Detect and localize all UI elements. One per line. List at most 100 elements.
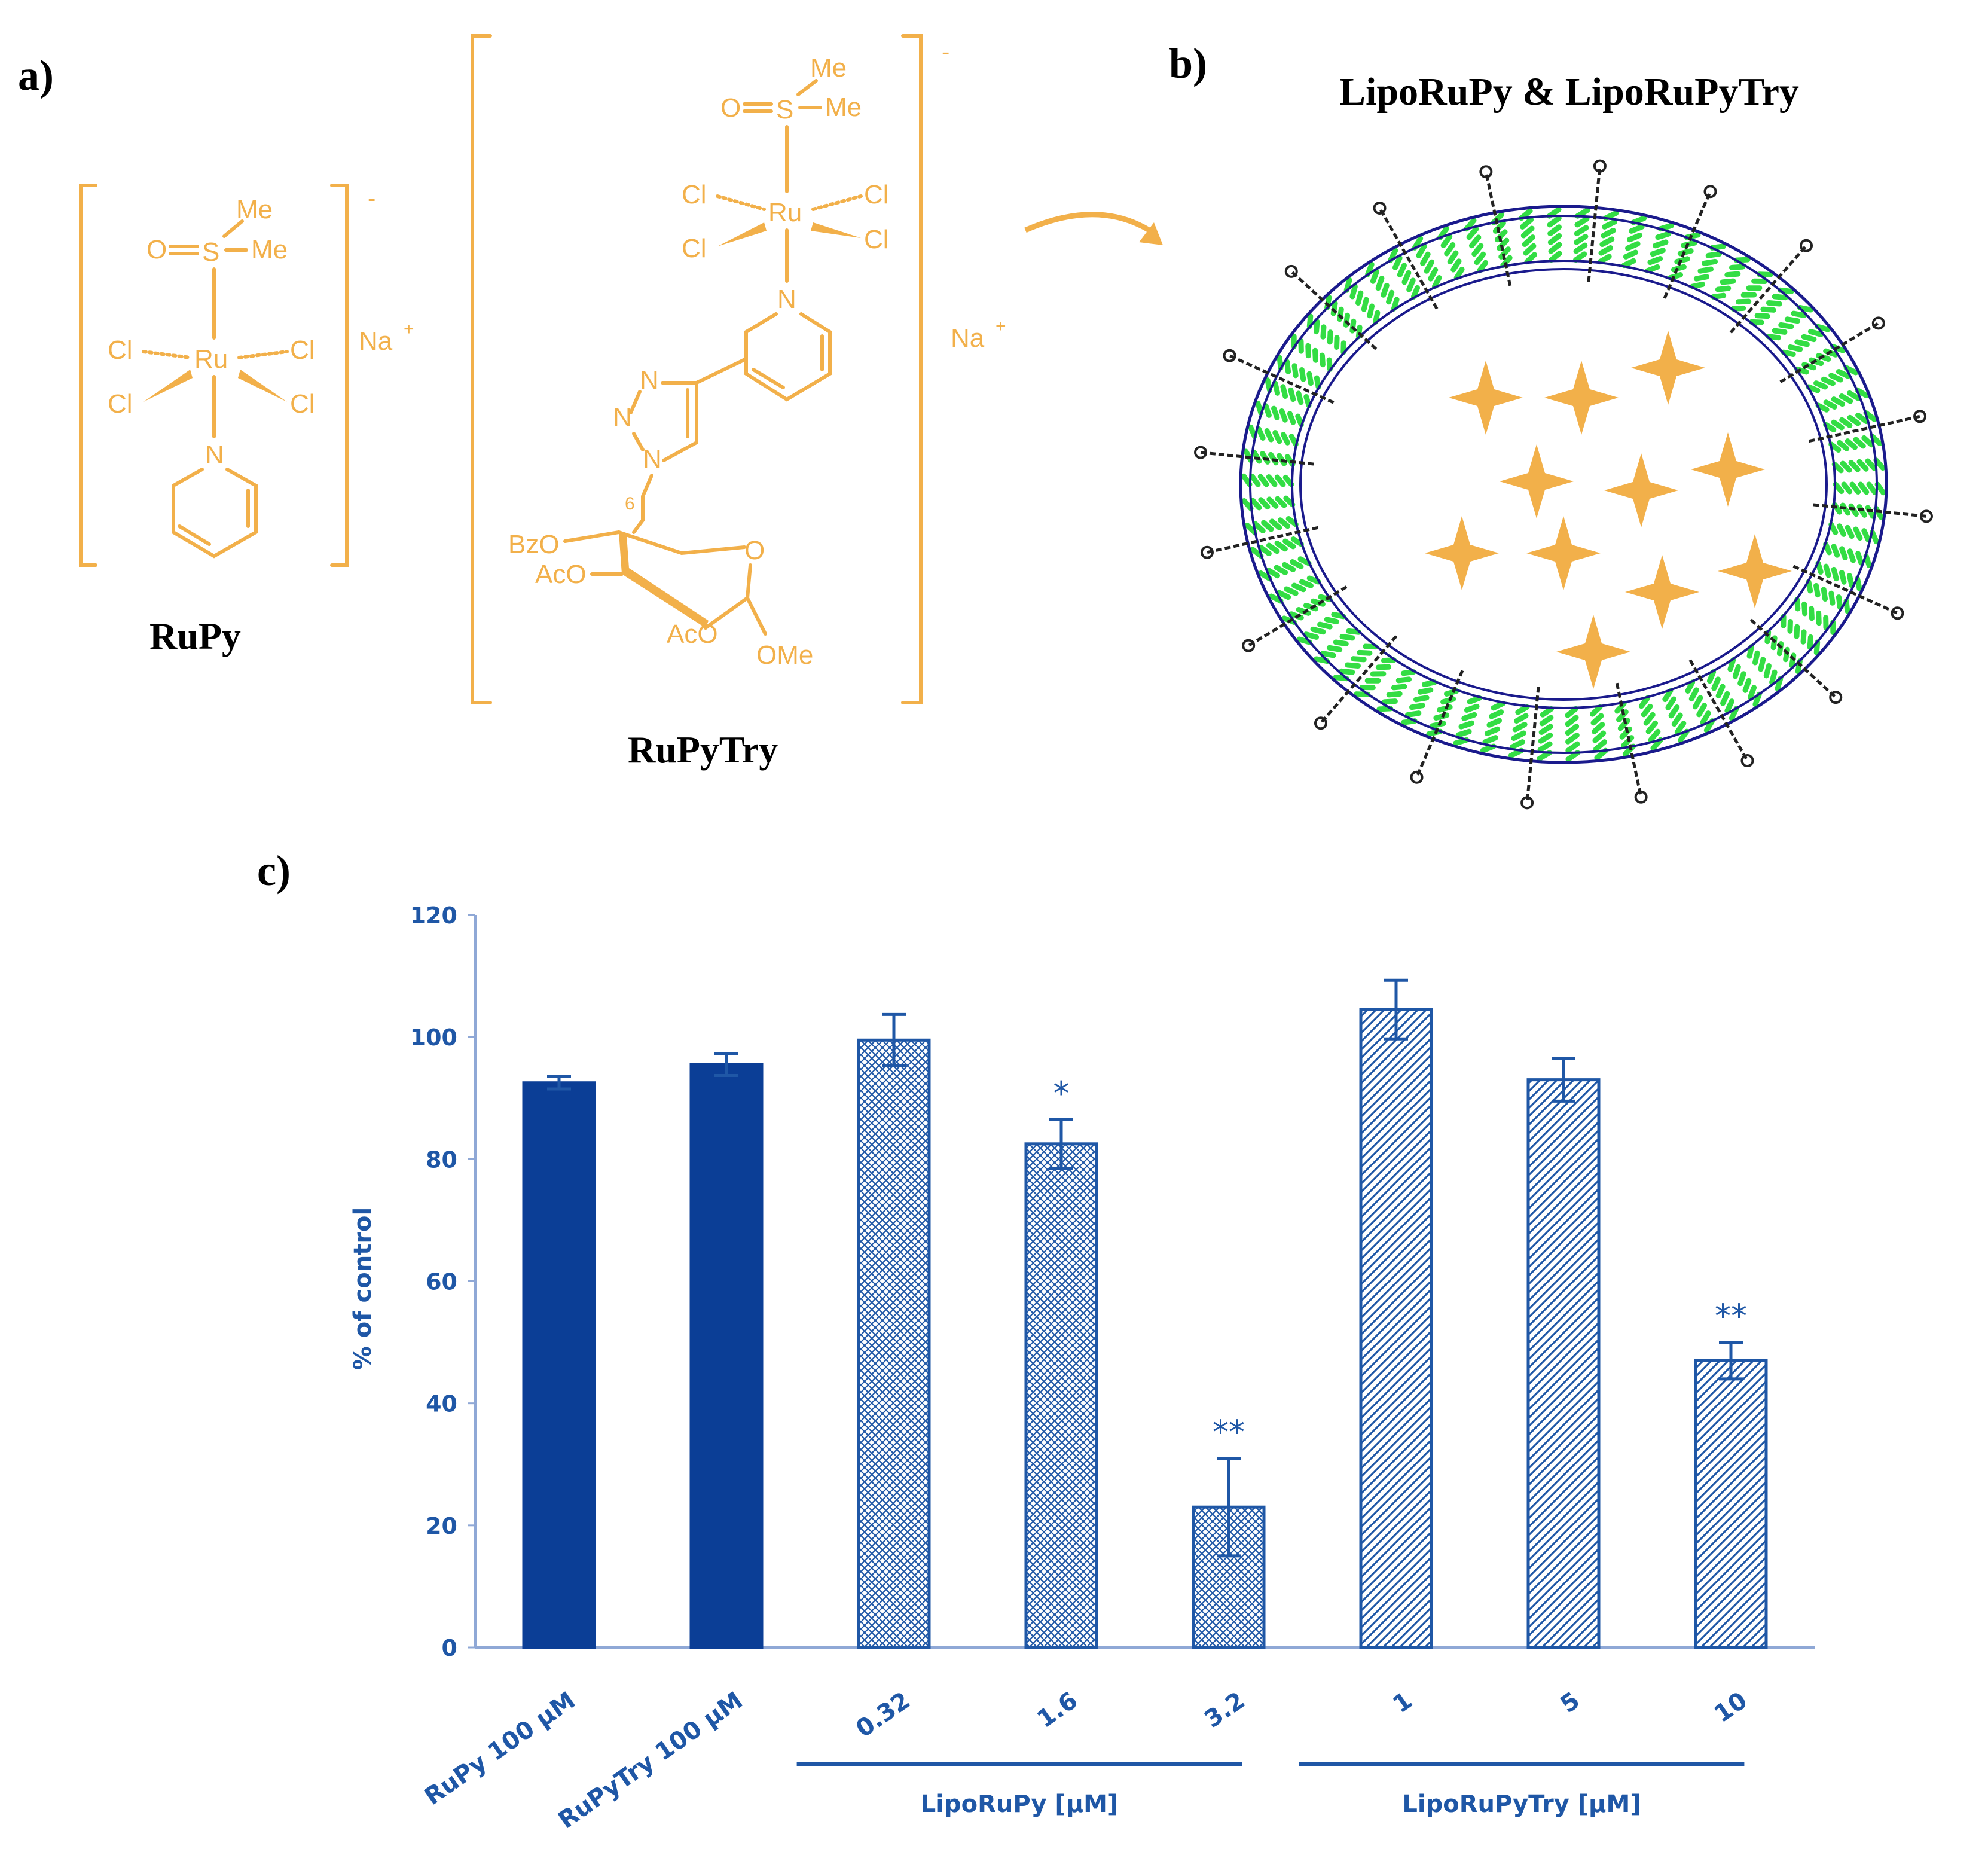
lipid-tail [1395, 676, 1412, 684]
lipid-tail [1831, 566, 1839, 582]
lipid-tail [1320, 651, 1336, 658]
lipid-tail [1290, 536, 1304, 547]
lipid-tail [1290, 559, 1304, 569]
lipid-tail [1598, 245, 1614, 256]
rupytry-bzo: BzO [508, 530, 560, 559]
lipid-tail [1537, 741, 1553, 753]
lipid-tail [1746, 644, 1754, 659]
lipid-tail [1257, 474, 1269, 487]
lipid-tail [1866, 481, 1878, 495]
bar [1694, 1359, 1768, 1649]
lipid-tail [1690, 282, 1706, 289]
liposome-title: LipoRuPy & LipoRuPyTry [1339, 70, 1799, 114]
lipid-tail [1847, 414, 1861, 426]
lipid-tail [1513, 713, 1529, 724]
conjugate-head [1520, 796, 1534, 810]
inner-membrane-ring [1299, 268, 1828, 701]
lipid-tail [1265, 377, 1272, 393]
lipid-tail [1843, 598, 1850, 614]
lipid-tail [1412, 236, 1424, 251]
lipid-tail [1692, 695, 1703, 710]
lipid-tail [1696, 703, 1708, 718]
lipid-tail [1863, 410, 1877, 422]
lipid-tail [1261, 520, 1274, 532]
lipid-tail [1828, 590, 1836, 606]
lipid-tail [1574, 216, 1590, 228]
lipid-tail [1668, 704, 1680, 719]
lipid-tail [1839, 417, 1853, 428]
rupytry-cl-4: Cl [864, 225, 889, 254]
lipid-tail [1288, 434, 1299, 447]
rupy-s: S [202, 237, 219, 267]
conjugate-chain [1779, 322, 1880, 383]
y-tick-label: 100 [410, 1024, 457, 1051]
rupy-name: RuPy [149, 615, 241, 657]
lipid-tail [1280, 384, 1288, 399]
lipid-tail [1702, 258, 1718, 266]
lipid-tail [1845, 438, 1858, 450]
lipid-tail [1424, 259, 1435, 274]
category-label: 1.6 [1032, 1687, 1082, 1734]
rupy-cl-4: Cl [290, 389, 315, 419]
category-label: 5 [1556, 1687, 1585, 1719]
lipid-tail [1303, 631, 1320, 640]
lipid-tail [1250, 547, 1264, 559]
lipid-tail [1471, 243, 1484, 257]
conjugate-head [1919, 509, 1933, 523]
lipid-tail [1650, 737, 1663, 751]
lipid-tail [1539, 715, 1554, 727]
lipid-tail [1404, 710, 1422, 718]
lipid-tail [1258, 497, 1271, 510]
lipid-tail [1253, 521, 1266, 534]
rupy-me-right: Me [251, 235, 288, 264]
lipid-tail [1715, 285, 1732, 292]
group-label: LipoRuPy [µM] [921, 1790, 1118, 1818]
rupytry-ru: Ru [768, 198, 802, 227]
category-label: 0.32 [851, 1687, 915, 1743]
lipid-tail [1794, 339, 1810, 347]
lipid-tail [1813, 639, 1821, 655]
lipid-tail [1775, 676, 1784, 692]
lipid-tail [1735, 298, 1752, 305]
lipid-tail [1409, 703, 1425, 710]
lipid-tail [1674, 721, 1687, 735]
lipid-tail [1760, 306, 1776, 313]
rupytry-structure: - Na + Me O S Me Ru Cl Cl Cl Cl N [471, 34, 1006, 771]
lipid-tail [1381, 657, 1397, 664]
conjugate-chain [1229, 354, 1335, 404]
lipid-tail [1700, 710, 1711, 725]
lipid-tail [1574, 234, 1589, 245]
rupytry-o: O [720, 93, 741, 123]
lipid-tail [1870, 434, 1883, 447]
conjugate-head [1314, 716, 1327, 730]
lipid-tail [1794, 597, 1801, 612]
rupytry-cl-2: Cl [864, 180, 889, 209]
lipid-tail [1241, 473, 1253, 487]
lipid-tail [1715, 684, 1726, 699]
lipid-tail [1828, 521, 1839, 535]
lipid-tail [1303, 393, 1312, 408]
lipid-tail [1401, 270, 1412, 285]
lipid-tail [1453, 266, 1465, 280]
lipid-tail [1391, 297, 1400, 312]
lipid-tail [1831, 544, 1840, 558]
lipid-tail [1657, 222, 1675, 232]
conjugate-head [1634, 790, 1648, 804]
lipid-tail [1410, 285, 1421, 300]
rupy-cl-2: Cl [290, 335, 315, 365]
lipid-tail [1855, 412, 1869, 425]
lipid-tail [1416, 243, 1427, 258]
lipid-tail [1373, 310, 1381, 325]
lipid-tail [1655, 231, 1672, 240]
lipid-tail [1339, 668, 1355, 675]
lipid-tail [1428, 267, 1439, 282]
lipid-tail [1641, 703, 1653, 718]
conjugate-chain [1587, 166, 1602, 282]
lipid-tail [1381, 698, 1398, 705]
conjugate-chain [1749, 618, 1837, 698]
lipid-tail [1264, 428, 1274, 443]
lipid-tail [1648, 728, 1661, 743]
lipid-tail [1306, 313, 1314, 329]
lipid-tail [1697, 266, 1714, 274]
lipid-tail [1849, 481, 1861, 495]
